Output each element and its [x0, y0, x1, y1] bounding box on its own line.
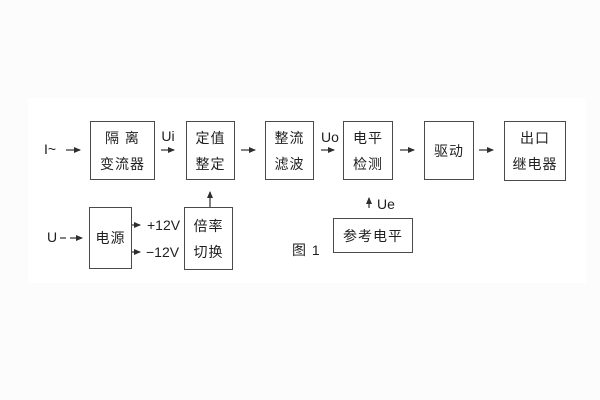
- block-label-line: 电源: [95, 230, 126, 246]
- block-output-relay: 出口 继电器: [504, 121, 566, 181]
- block-label-line: 参考电平: [343, 227, 403, 244]
- block-setpoint-setting: 定值 整定: [186, 121, 235, 180]
- block-label-line: 变流器: [100, 155, 145, 172]
- block-label-line: 出口: [520, 130, 550, 146]
- figure-caption: 图 1: [292, 242, 321, 258]
- minus-12v-label: −12V: [146, 244, 180, 260]
- block-label-line: 隔 离: [105, 129, 140, 146]
- input-current-label: I~: [43, 141, 57, 157]
- block-label-line: 定值: [195, 129, 226, 146]
- block-label-line: 继电器: [512, 156, 558, 172]
- block-driver: 驱动: [424, 121, 474, 180]
- block-rectifier-filter: 整流 滤波: [265, 121, 314, 180]
- signal-ui-label: Ui: [161, 128, 175, 144]
- block-reference-level: 参考电平: [333, 218, 413, 253]
- input-voltage-label: U: [46, 229, 58, 245]
- block-label-line: 滤波: [274, 155, 305, 172]
- block-isolation-transformer: 隔 离 变流器: [90, 121, 155, 180]
- block-label-line: 电平: [353, 129, 383, 146]
- block-ratio-switch: 倍率 切换: [184, 207, 233, 270]
- block-label-line: 整流: [274, 129, 305, 146]
- block-power-supply: 电源: [89, 207, 132, 269]
- block-level-detection: 电平 检测: [343, 121, 393, 180]
- signal-uo-label: Uo: [321, 129, 339, 145]
- plus-12v-label: +12V: [147, 217, 181, 233]
- block-label-line: 倍率: [193, 217, 224, 234]
- block-label-line: 切换: [193, 243, 224, 260]
- block-label-line: 驱动: [434, 142, 464, 159]
- block-label-line: 检测: [353, 155, 383, 172]
- block-label-line: 整定: [195, 155, 226, 172]
- signal-ue-label: Ue: [377, 196, 395, 212]
